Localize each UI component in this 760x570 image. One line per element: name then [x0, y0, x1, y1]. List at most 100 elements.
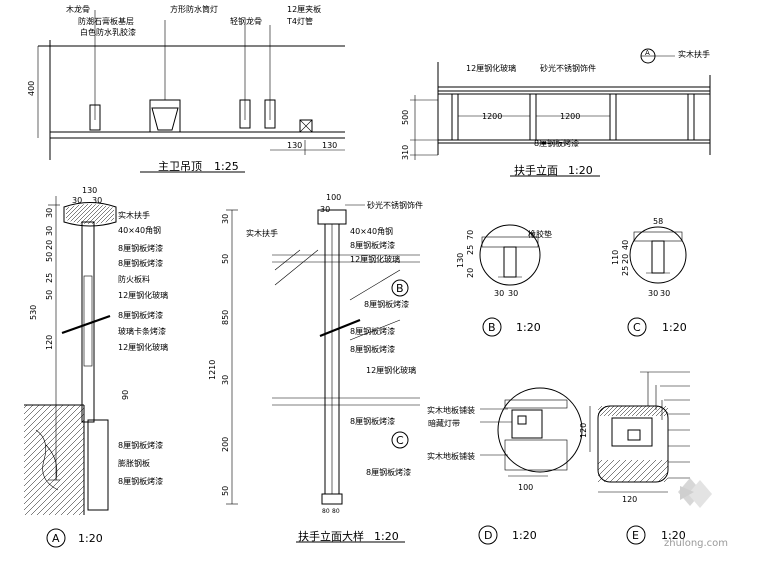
detail-a-label-2: 40×40角钢	[118, 225, 161, 235]
detail-e-scale: 1:20	[661, 529, 686, 542]
post-label-11: 8厘钢板烤漆	[366, 467, 411, 477]
detail-c-dim-6: 30	[648, 289, 658, 298]
detail-a-side-dim-5: 25	[45, 273, 54, 283]
post-label-2: 实木扶手	[246, 228, 278, 238]
detail-c-dim-7: 30	[660, 289, 670, 298]
post-label-7: 8厘钢板烤漆	[350, 326, 395, 336]
detail-a-side-dim-7: 120	[45, 335, 54, 350]
detail-b-dim-3: 130	[456, 253, 465, 268]
detail-e-dim-side: 120	[579, 423, 588, 438]
handrail-label-plate: 8厘钢板烤漆	[534, 138, 579, 148]
detail-c-dim-3: 110	[611, 250, 620, 265]
post-side-dim-4: 1210	[208, 360, 217, 380]
detail-e-dim-bottom: 120	[622, 495, 637, 504]
detail-d-scale: 1:20	[512, 529, 537, 542]
detail-b-label-rubber: 橡胶垫	[528, 229, 552, 239]
ceiling-dim-130-a: 130	[287, 141, 302, 150]
post-label-8: 8厘钢板烤漆	[350, 344, 395, 354]
handrail-dim-310: 310	[401, 145, 410, 160]
handrail-elevation: A 12厘钢化玻璃 砂光不锈钢饰件 实木扶手 8厘钢板烤漆 1200 1200 …	[401, 48, 711, 177]
post-side-dim-2: 50	[221, 254, 230, 264]
detail-c-dim-2: 40	[621, 240, 630, 250]
post-bottom-dim-2: 80	[332, 508, 340, 515]
detail-a-side-dim-3: 20	[45, 240, 54, 250]
detail-d-tag: D	[484, 529, 492, 542]
detail-b-dim-6: 30	[508, 289, 518, 298]
handrail-label-steel: 砂光不锈钢饰件	[540, 63, 596, 73]
detail-a-tag: A	[52, 532, 60, 545]
post-side-dim-5: 30	[221, 375, 230, 385]
ceiling-title: 主卫吊顶	[158, 160, 202, 173]
ceiling-label-2: 防潮石膏板基层	[78, 16, 134, 26]
detail-a: 130 30 30 30 30 20 50 25 50 120 530 90 实…	[24, 186, 168, 548]
detail-d-label-3: 实木地板铺装	[427, 451, 475, 461]
detail-a-side-dim-6: 50	[45, 290, 54, 300]
post-label-4: 8厘钢板烤漆	[350, 240, 395, 250]
detail-a-top-dim-130: 130	[82, 186, 97, 195]
handrail-dim-500: 500	[401, 110, 410, 125]
detail-b-scale: 1:20	[516, 321, 541, 334]
detail-a-label-8: 玻璃卡条烤漆	[118, 326, 166, 336]
detail-a-label-6: 12厘钢化玻璃	[118, 290, 168, 300]
detail-d-dim-100: 100	[518, 483, 533, 492]
detail-d-label-2: 暗藏灯带	[428, 418, 460, 428]
detail-a-label-9: 12厘钢化玻璃	[118, 342, 168, 352]
detail-a-side-dim-9: 90	[121, 390, 130, 400]
ceiling-dim-130-b: 130	[322, 141, 337, 150]
post-elevation: B C 100 30 30 50 850 1210 30 200 50 80 8…	[208, 193, 423, 543]
detail-a-side-dim-8: 530	[29, 305, 38, 320]
ceiling-label-5: 轻钢龙骨	[230, 16, 262, 26]
detail-c-dim-1: 58	[653, 217, 663, 226]
post-bottom-dim-1: 80	[322, 508, 330, 515]
post-side-dim-1: 30	[221, 214, 230, 224]
detail-a-scale: 1:20	[78, 532, 103, 545]
ceiling-dim-400: 400	[27, 81, 36, 96]
ceiling-label-3: 白色防水乳胶漆	[80, 27, 136, 37]
detail-a-top-dim-30-b: 30	[92, 196, 102, 205]
handrail-label-wood: 实木扶手	[678, 49, 710, 59]
post-side-dim-6: 200	[221, 437, 230, 452]
post-label-6: 8厘钢板烤漆	[364, 299, 409, 309]
detail-b-dim-5: 30	[494, 289, 504, 298]
ceiling-label-4: 方形防水筒灯	[170, 4, 218, 14]
detail-b-dim-1: 70	[466, 230, 475, 240]
handrail-scale: 1:20	[568, 164, 593, 177]
post-title: 扶手立面大样	[298, 529, 364, 543]
watermark-text: zhulong.com	[664, 538, 728, 549]
detail-d-label-1: 实木地板铺装	[427, 405, 475, 415]
post-label-9: 12厘钢化玻璃	[366, 365, 416, 375]
post-top-dim-100: 100	[326, 193, 341, 202]
post-label-5: 12厘钢化玻璃	[350, 254, 400, 264]
detail-a-label-1: 实木扶手	[118, 210, 150, 220]
handrail-dim-1200-b: 1200	[560, 112, 580, 121]
detail-a-side-dim-4: 50	[45, 252, 54, 262]
detail-a-top-dim-30-a: 30	[72, 196, 82, 205]
detail-a-label-3: 8厘钢板烤漆	[118, 243, 163, 253]
post-label-3: 40×40角钢	[350, 226, 393, 236]
detail-b-dim-2: 25	[466, 245, 475, 255]
detail-b-dim-4: 20	[466, 268, 475, 278]
detail-a-label-7: 8厘钢板烤漆	[118, 310, 163, 320]
ceiling-label-7: T4灯管	[286, 16, 313, 26]
detail-a-label-10: 8厘钢板烤漆	[118, 440, 163, 450]
detail-a-label-5: 防火板料	[118, 274, 150, 284]
ceiling-label-1: 木龙骨	[66, 4, 90, 14]
detail-a-label-11: 膨胀钢板	[118, 458, 150, 468]
detail-b: 橡胶垫 70 25 130 20 30 30 B 1:20	[456, 224, 552, 337]
detail-d: 实木地板铺装 暗藏灯带 实木地板铺装 100 D 1:20	[427, 387, 583, 545]
detail-c: 58 40 110 20 25 30 30 C 1:20	[611, 217, 687, 337]
detail-a-side-dim-2: 30	[45, 226, 54, 236]
handrail-dim-1200-a: 1200	[482, 112, 502, 121]
detail-e: 120 120 E 1:20	[579, 371, 690, 545]
post-scale: 1:20	[374, 530, 399, 543]
post-callout-b: B	[396, 282, 404, 295]
handrail-callout-a: A	[645, 49, 650, 57]
handrail-title: 扶手立面	[514, 163, 558, 177]
detail-c-scale: 1:20	[662, 321, 687, 334]
detail-b-tag: B	[488, 321, 496, 334]
detail-a-label-4: 8厘钢板烤漆	[118, 258, 163, 268]
detail-c-dim-5: 25	[621, 266, 630, 276]
post-label-1: 砂光不锈钢饰件	[367, 200, 423, 210]
handrail-label-glass: 12厘钢化玻璃	[466, 63, 516, 73]
